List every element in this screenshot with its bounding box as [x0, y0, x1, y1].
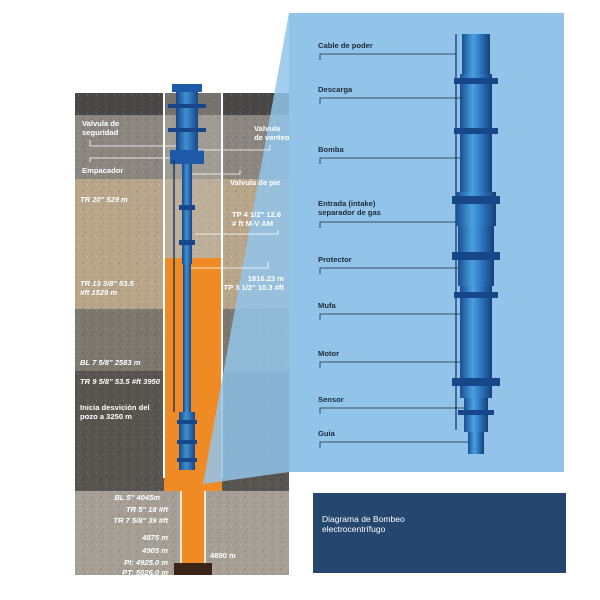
leader-valvula-venteo: [198, 145, 271, 151]
leader-motor: [319, 361, 460, 368]
label-empacador: Empacador: [82, 166, 123, 175]
esp-guide: [468, 432, 484, 454]
label-bomba: Bomba: [318, 145, 345, 154]
label-valvula-pie: Valvula de pie: [230, 178, 280, 187]
label-pt: PT: 5026.0 m: [122, 568, 168, 577]
leader-empacador: [89, 157, 170, 162]
tubing-collar-2: [179, 240, 195, 245]
label-entrada: Entrada (intake)separador de gas: [318, 199, 381, 217]
label-guia: Guia: [318, 429, 336, 438]
wellhead-body: [176, 92, 198, 152]
leader-bomba: [319, 157, 460, 164]
zoom-connector: [203, 13, 289, 484]
tubing-collar-1: [179, 205, 195, 210]
pump-ring-3: [177, 458, 197, 462]
leader-1816: [191, 262, 269, 269]
esp-discharge-head: [462, 34, 490, 74]
leader-cable-de-poder: [319, 53, 456, 60]
label-4875: 4875 m: [141, 533, 168, 542]
label-tr-13: TR 13 3/8" 53.5#ft 1529 m: [80, 279, 135, 297]
pump-detail-panel: [203, 13, 564, 484]
pump-ring-1: [177, 420, 197, 424]
label-tr-20: TR 20" 529 m: [80, 195, 128, 204]
tubing-upper: [182, 164, 192, 264]
esp-flange-4: [452, 252, 500, 260]
leader-guia: [319, 441, 468, 448]
esp-flange-1: [454, 78, 498, 84]
well-leaders: [89, 140, 279, 269]
label-protector: Protector: [318, 255, 352, 264]
esp-flange-5: [454, 292, 498, 298]
esp-mufa: [460, 286, 492, 322]
esp-motor: [460, 322, 492, 398]
caption-title: Diagrama de Bombeo electrocentrífugo: [322, 514, 405, 534]
label-motor: Motor: [318, 349, 339, 358]
label-pi: PI: 4925.0 m: [124, 558, 168, 567]
wellhead-flange-2: [168, 128, 206, 132]
wellhead-flange-1: [168, 104, 206, 108]
wellhead-top: [172, 84, 202, 92]
panel-background: [289, 13, 564, 472]
label-4905: 4905 m: [141, 546, 168, 555]
pump-ring-2: [177, 440, 197, 444]
production-string: [168, 84, 206, 470]
leader-entrada: [319, 221, 456, 228]
well-bottom: [174, 563, 212, 575]
esp-assembly: [452, 34, 500, 454]
leader-valvula-pie: [192, 170, 241, 175]
label-tr-7: TR 7 5/8" 39 #ft: [113, 516, 168, 525]
label-cable-de-poder: Cable de poder: [318, 41, 373, 50]
label-descarga: Descarga: [318, 85, 353, 94]
pump-leaders: [319, 53, 468, 448]
esp-flange-6: [452, 378, 500, 386]
leader-valvula-seguridad: [89, 140, 176, 147]
esp-flange-3: [452, 196, 500, 204]
packer-body: [170, 150, 204, 164]
label-bl-5: BL 5" 4045m: [114, 493, 160, 502]
leader-tp-4: [195, 230, 279, 235]
caption-box: Diagrama de Bombeo electrocentrífugo: [313, 493, 566, 573]
tubing-lower: [183, 264, 191, 414]
leader-mufa: [319, 313, 460, 320]
pump-labels: Cable de poder Descarga Bomba Entrada (i…: [318, 41, 381, 438]
esp-flange-7: [458, 410, 494, 415]
label-tr-5: TR 5" 18 #ft: [126, 505, 168, 514]
label-mufa: Mufa: [318, 301, 336, 310]
label-sensor: Sensor: [318, 395, 344, 404]
leader-sensor: [319, 407, 464, 414]
label-tr-9: TR 9 5/8" 53.5 #ft 3950: [80, 377, 161, 386]
label-tp-4: TP 4 1/2" 12.6# ft M-V AM: [232, 210, 281, 228]
fluid-column-narrow: [181, 491, 205, 563]
leader-protector: [319, 267, 458, 274]
esp-flange-2: [454, 128, 498, 134]
leader-descarga: [319, 97, 462, 104]
label-bl-7: BL 7 5/8" 2583 m: [80, 358, 141, 367]
label-4890: 4890 m: [210, 551, 236, 560]
